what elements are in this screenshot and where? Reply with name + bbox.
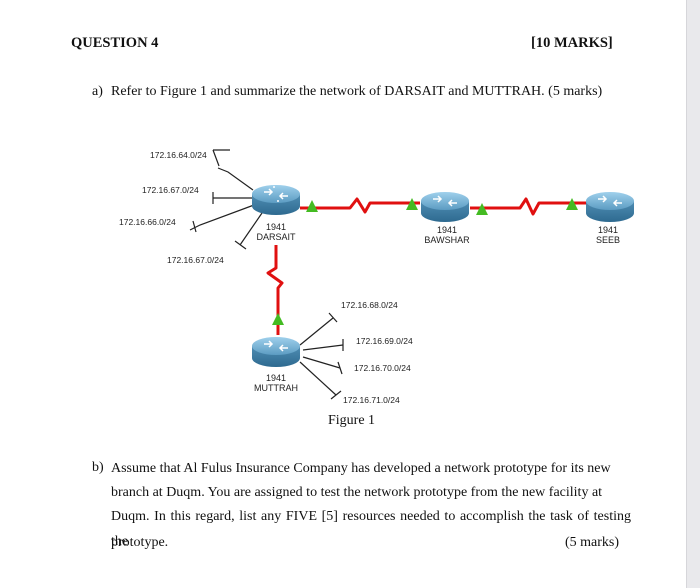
router-seeb-icon	[586, 192, 634, 222]
darsait-lan-links	[189, 149, 263, 250]
seeb-model-label: 1941	[598, 225, 618, 235]
lan-link	[217, 167, 254, 191]
lan-link	[299, 361, 337, 396]
lan-link	[302, 344, 344, 351]
figure-caption: Figure 1	[328, 413, 376, 428]
lan-link	[189, 204, 255, 231]
part-b-line: Assume that Al Fulus Insurance Company h…	[111, 461, 611, 476]
link-up-indicator	[406, 198, 418, 210]
router-darsait-icon	[252, 185, 300, 215]
part-a-text: Refer to Figure 1 and summarize the netw…	[111, 84, 603, 99]
question-title: QUESTION 4	[71, 35, 159, 51]
serial-links	[266, 197, 590, 335]
muttrah-network-label: 172.16.68.0/24	[341, 300, 398, 310]
part-b-line: Duqm. In this regard, list any FIVE [5] …	[111, 509, 631, 549]
serial-link-darsait-muttrah	[266, 245, 284, 335]
link-up-indicator	[306, 200, 318, 212]
muttrah-network-label: 172.16.70.0/24	[354, 363, 411, 373]
darsait-model-label: 1941	[266, 222, 286, 232]
link-up-indicator	[476, 203, 488, 215]
muttrah-lan-links	[299, 312, 344, 400]
question-marks: [10 MARKS]	[531, 35, 613, 51]
muttrah-network-label: 172.16.69.0/24	[356, 336, 413, 346]
link-up-indicator	[566, 198, 578, 210]
lan-link	[239, 212, 263, 246]
part-a-label: a)	[92, 84, 103, 99]
lan-link-end	[328, 312, 338, 323]
router-bawshar-icon	[421, 192, 469, 222]
seeb-name-label: SEEB	[596, 235, 620, 245]
lan-link-end	[192, 220, 197, 233]
link-up-indicator	[272, 313, 284, 325]
darsait-network-label: 172.16.67.0/24	[142, 185, 199, 195]
lan-link	[302, 356, 341, 369]
part-b-label: b)	[92, 460, 104, 475]
part-b-marks: (5 marks)	[565, 535, 620, 550]
part-b-line: prototype.	[111, 535, 169, 550]
muttrah-network-label: 172.16.71.0/24	[343, 395, 400, 405]
darsait-name-label: DARSAIT	[256, 232, 296, 242]
link-status-indicators	[272, 198, 578, 325]
muttrah-model-label: 1941	[266, 373, 286, 383]
serial-link-bawshar-seeb	[470, 197, 590, 216]
lan-link-end	[330, 390, 342, 400]
darsait-network-label: 172.16.67.0/24	[167, 255, 224, 265]
page-edge	[686, 0, 700, 588]
part-b-line: branch at Duqm. You are assigned to test…	[111, 485, 603, 500]
serial-link-darsait-bawshar	[300, 197, 420, 214]
muttrah-name-label: MUTTRAH	[254, 383, 298, 393]
darsait-network-label: 172.16.64.0/24	[150, 150, 207, 160]
darsait-network-label: 172.16.66.0/24	[119, 217, 176, 227]
lan-link-end	[234, 240, 247, 250]
lan-link	[299, 317, 334, 346]
lan-link-end	[337, 361, 343, 375]
lan-link-end	[212, 149, 220, 167]
router-muttrah-icon	[252, 337, 300, 367]
bawshar-model-label: 1941	[437, 225, 457, 235]
bawshar-name-label: BAWSHAR	[424, 235, 470, 245]
